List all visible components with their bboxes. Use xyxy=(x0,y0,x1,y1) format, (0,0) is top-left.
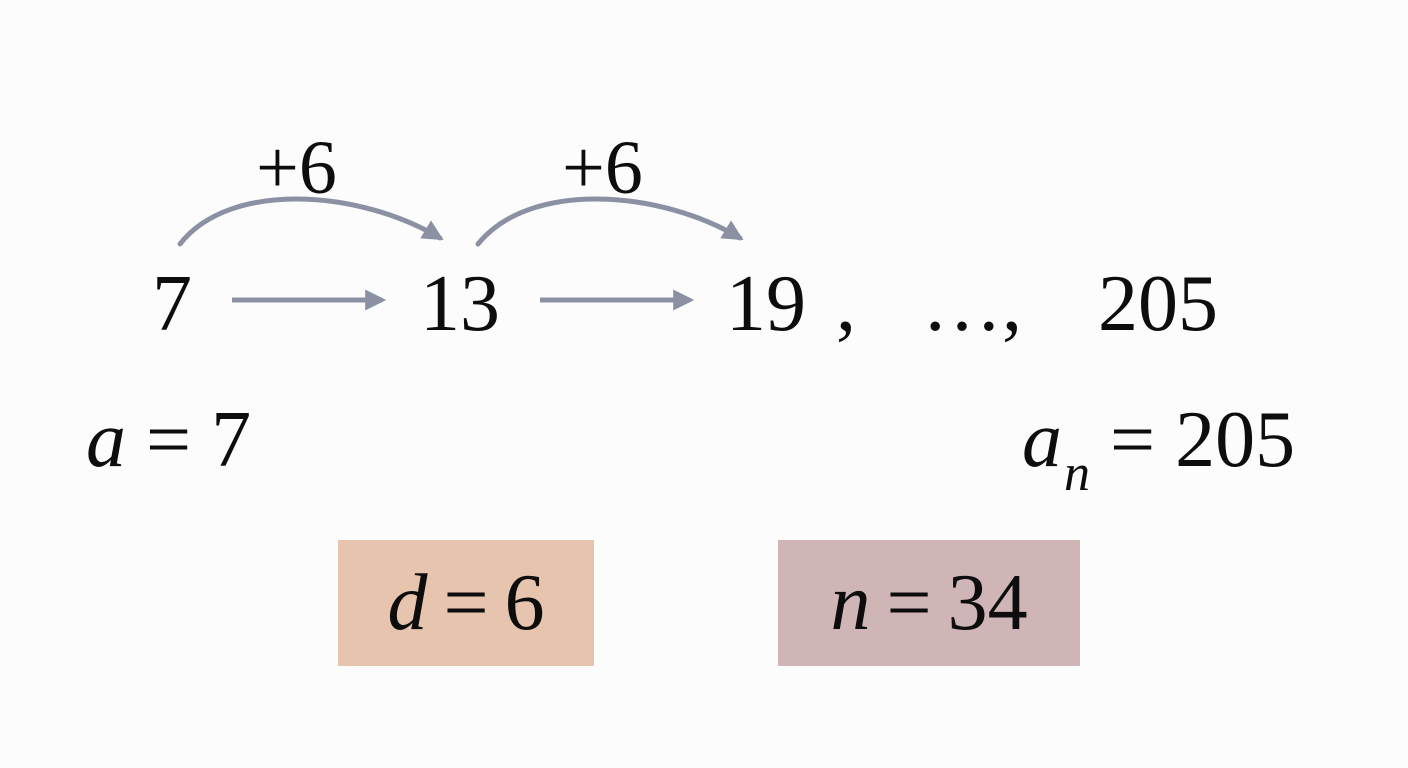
last-term: 205 xyxy=(1098,260,1218,348)
common-difference-variable: d xyxy=(387,559,428,647)
term-1: 7 xyxy=(152,260,192,348)
number-of-terms-box: n = 34 xyxy=(778,540,1080,666)
common-difference-operator: = xyxy=(443,559,489,647)
number-of-terms-operator: = xyxy=(886,559,932,647)
first-term-operator: = xyxy=(146,396,192,484)
last-term-value: 205 xyxy=(1175,396,1296,484)
last-term-variable: a xyxy=(1022,396,1062,484)
ellipsis: …, xyxy=(922,260,1022,348)
step-label-2: +6 xyxy=(562,126,643,210)
number-of-terms-variable: n xyxy=(830,559,871,647)
step-arc-arrow-2 xyxy=(475,196,744,247)
common-difference-box: d = 6 xyxy=(338,540,594,666)
common-difference-value: 6 xyxy=(504,559,545,647)
last-term-operator: = xyxy=(1110,396,1156,484)
last-term-equation: an = 205 xyxy=(1022,400,1295,500)
last-term-subscript: n xyxy=(1064,445,1090,502)
first-term-variable: a xyxy=(86,396,126,484)
step-label-1: +6 xyxy=(256,126,337,210)
step-arc-arrow-1 xyxy=(177,196,444,247)
first-term-equation: a = 7 xyxy=(86,400,251,480)
term-2: 13 xyxy=(420,260,500,348)
number-of-terms-value: 34 xyxy=(947,559,1028,647)
first-term-value: 7 xyxy=(211,396,252,484)
term-3: 19 xyxy=(726,260,806,348)
term-3-comma: , xyxy=(836,260,856,348)
